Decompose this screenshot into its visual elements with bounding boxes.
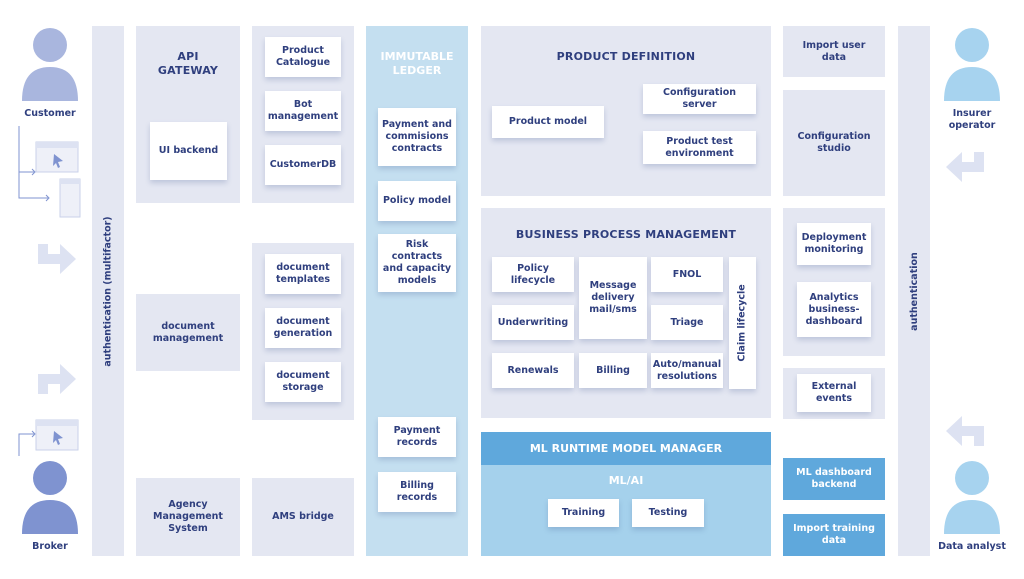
document-templates-card: document templates	[265, 254, 341, 294]
product-catalogue-card: Product Catalogue	[265, 37, 341, 77]
underwriting-card: Underwriting	[492, 305, 574, 340]
customer-screens-icon	[18, 126, 81, 218]
auto-manual-resolutions-card: Auto/manual resolutions	[651, 353, 723, 388]
billing-card: Billing	[579, 353, 647, 388]
product-test-environment-card: Product test environment	[643, 131, 756, 164]
import-user-data-panel: Import user data	[783, 26, 885, 77]
customer-actor	[20, 25, 80, 105]
external-events-card: External events	[797, 374, 871, 412]
authentication-multifactor-label: authentication (multifactor)	[102, 215, 114, 367]
broker-label: Broker	[32, 541, 68, 552]
ledger-item-payment-commisions: Payment and commisions contracts	[378, 108, 456, 166]
immutable-ledger-title: IMMUTABLE LEDGER	[380, 50, 454, 77]
message-delivery-card: Message delivery mail/sms	[579, 257, 647, 339]
data-analyst-avatar-icon	[944, 461, 1000, 534]
renewals-card: Renewals	[492, 353, 574, 388]
arrow-up-right-icon	[38, 364, 76, 394]
document-management-panel: document management	[136, 294, 240, 371]
insurer-operator-actor	[942, 25, 1002, 105]
insurer-operator-label: Insurer operator	[948, 108, 996, 131]
testing-card: Testing	[632, 499, 704, 527]
configuration-server-card: Configuration server	[643, 84, 756, 114]
policy-lifecycle-card: Policy lifecycle	[492, 257, 574, 292]
ml-ai-label: ML/AI	[608, 474, 644, 487]
data-analyst-label: Data analyst	[938, 541, 1006, 552]
arrow-right-icon	[38, 244, 76, 274]
arrow-left-icon	[946, 152, 984, 182]
ledger-item-payment-records: Payment records	[378, 417, 456, 457]
customer-avatar-icon	[22, 28, 78, 101]
document-storage-card: document storage	[265, 362, 341, 402]
claim-lifecycle-label: Claim lifecycle	[736, 284, 748, 362]
bot-management-card: Bot management	[265, 91, 341, 131]
fnol-card: FNOL	[651, 257, 723, 292]
data-analyst-actor	[942, 458, 1002, 538]
product-definition-title: PRODUCT DEFINITION	[556, 50, 696, 63]
arrow-up-left-icon	[946, 416, 984, 446]
bpm-title: BUSINESS PROCESS MANAGEMENT	[515, 228, 737, 241]
document-generation-card: document generation	[265, 308, 341, 348]
broker-actor	[20, 458, 80, 538]
configuration-studio-panel: Configuration studio	[783, 90, 885, 196]
ml-runtime-title: ML RUNTIME MODEL MANAGER	[481, 432, 771, 465]
import-training-data-panel: Import training data	[783, 514, 885, 556]
product-model-card: Product model	[492, 106, 604, 138]
customer-label: Customer	[24, 108, 76, 119]
ml-dashboard-backend-panel: ML dashboard backend	[783, 458, 885, 500]
broker-screens-icon	[18, 419, 79, 456]
training-card: Training	[548, 499, 619, 527]
ledger-item-billing-records: Billing records	[378, 472, 456, 512]
insurer-operator-avatar-icon	[944, 28, 1000, 101]
api-gateway-title: API GATEWAY	[157, 50, 219, 77]
ams-bridge-panel: AMS bridge	[252, 478, 354, 556]
triage-card: Triage	[651, 305, 723, 340]
ledger-item-policy-model: Policy model	[378, 181, 456, 221]
customer-db-card: CustomerDB	[265, 145, 341, 185]
authentication-bar: authentication	[898, 26, 930, 556]
deployment-monitoring-card: Deployment monitoring	[797, 223, 871, 265]
agency-management-system-panel: Agency Management System	[136, 478, 240, 556]
broker-avatar-icon	[22, 461, 78, 534]
ledger-item-risk-contracts: Risk contracts and capacity models	[378, 234, 456, 292]
ui-backend-card: UI backend	[150, 122, 227, 180]
authentication-multifactor-bar: authentication (multifactor)	[92, 26, 124, 556]
claim-lifecycle-card: Claim lifecycle	[729, 257, 756, 389]
authentication-label: authentication	[908, 251, 920, 331]
analytics-business-dashboard-card: Analytics business- dashboard	[797, 282, 871, 337]
